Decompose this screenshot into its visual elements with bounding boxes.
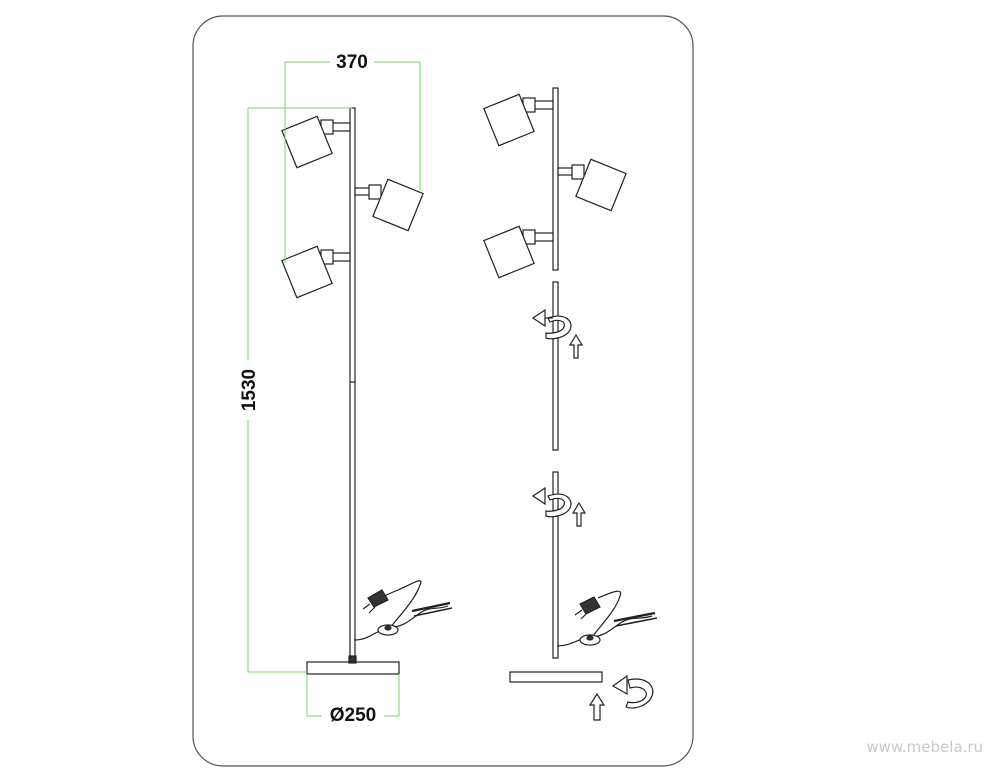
shade-b bbox=[557, 158, 627, 212]
pole-section-bottom bbox=[552, 471, 559, 659]
shade-c bbox=[483, 225, 554, 279]
lamp-pole bbox=[349, 107, 356, 665]
up-arrow-icon-2 bbox=[571, 501, 587, 527]
foot-switch-icon-exploded bbox=[579, 634, 601, 646]
lamp-shade-2 bbox=[354, 178, 424, 232]
pole-section-top bbox=[552, 87, 559, 271]
pole-section-middle bbox=[552, 281, 559, 451]
rotate-arrow-icon-2 bbox=[531, 486, 572, 518]
base-plate bbox=[509, 671, 603, 683]
lamp-shade-1 bbox=[281, 115, 351, 169]
up-arrow-icon-base bbox=[588, 692, 606, 721]
shade-a bbox=[483, 93, 554, 147]
dimension-lines bbox=[247, 61, 421, 717]
rotate-arrow-icon-base bbox=[611, 674, 654, 709]
plug-icon-exploded bbox=[574, 596, 601, 620]
lamp-shade-3 bbox=[281, 245, 351, 299]
foot-switch-icon bbox=[377, 624, 399, 636]
up-arrow-icon-1 bbox=[568, 333, 584, 359]
power-cord-exploded bbox=[556, 590, 658, 647]
base-diameter-label: Ø250 bbox=[330, 705, 376, 726]
width-dimension-label: 370 bbox=[336, 52, 368, 73]
lamp-base bbox=[306, 661, 400, 675]
assembled-lamp-view bbox=[281, 107, 453, 675]
power-cord bbox=[353, 580, 453, 641]
diagram-frame bbox=[192, 15, 694, 767]
height-dimension-label: 1530 bbox=[239, 369, 260, 411]
rotate-arrow-icon-1 bbox=[531, 308, 572, 340]
exploded-assembly-view bbox=[483, 87, 658, 721]
watermark-text: www.mebela.ru bbox=[866, 738, 983, 756]
plug-icon bbox=[362, 589, 389, 614]
